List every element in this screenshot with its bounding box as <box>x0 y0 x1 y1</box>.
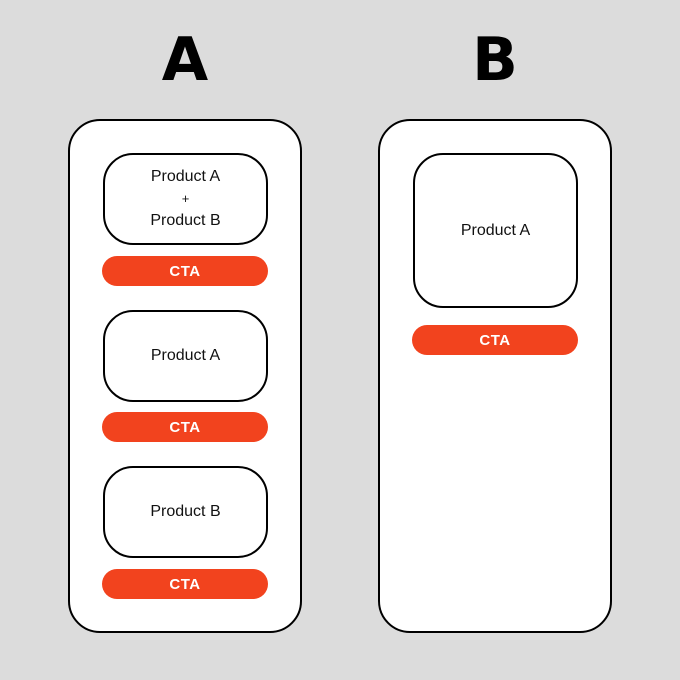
cta-button[interactable]: CTA <box>102 412 268 442</box>
product-card-label: Product B <box>150 503 221 520</box>
cta-button[interactable]: CTA <box>412 325 578 355</box>
cta-button[interactable]: CTA <box>102 569 268 599</box>
product-card-b[interactable]: Product B <box>103 466 268 558</box>
product-card-label: Product A <box>150 347 221 364</box>
product-card-label: Product A <box>460 221 531 239</box>
product-card-bundle[interactable]: Product A + Product B <box>103 153 268 245</box>
product-card-label: Product A <box>150 168 221 185</box>
cta-button[interactable]: CTA <box>102 256 268 286</box>
plus-symbol: + <box>181 191 190 206</box>
product-card-a[interactable]: Product A <box>103 310 268 402</box>
product-card-a[interactable]: Product A <box>413 153 578 308</box>
variant-b-title: B <box>472 25 518 95</box>
product-card-label: Product B <box>150 212 221 229</box>
variant-a-title: A <box>161 25 209 95</box>
